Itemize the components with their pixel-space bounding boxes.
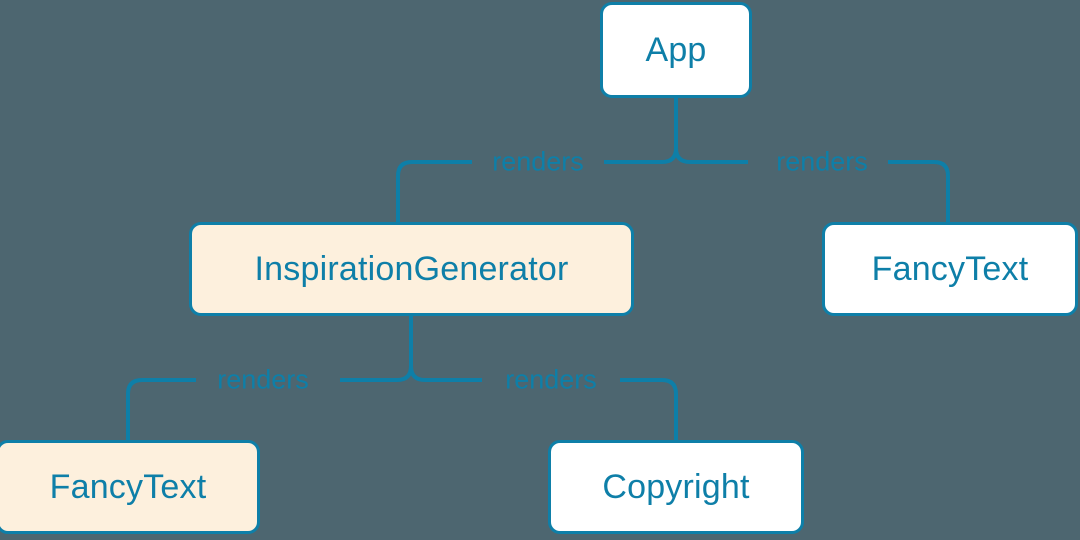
edge-app-to-inspgen-right-seg	[604, 147, 678, 164]
node-copyright-label: Copyright	[602, 468, 750, 506]
node-fancy-text-left-label: FancyText	[49, 468, 207, 506]
node-inspiration-generator[interactable]: InspirationGenerator	[189, 222, 634, 316]
node-fancy-text-left[interactable]: FancyText	[0, 440, 260, 534]
edge-app-to-inspgen-left-seg	[396, 160, 472, 222]
node-app[interactable]: App	[600, 2, 752, 98]
edge-app-to-fancy-right-right-seg	[888, 160, 950, 222]
edge-label-inspiration-generator-to-copyright: renders	[505, 364, 597, 395]
edge-inspgen-to-fancy-left-left-seg	[126, 378, 196, 440]
node-copyright[interactable]: Copyright	[548, 440, 804, 534]
edge-app-to-fancy-right-left-seg	[674, 147, 748, 164]
node-inspiration-generator-label: InspirationGenerator	[254, 250, 569, 288]
node-fancy-text-right[interactable]: FancyText	[822, 222, 1078, 316]
edge-label-app-to-inspiration-generator: renders	[492, 146, 584, 177]
node-fancy-text-right-label: FancyText	[871, 250, 1029, 288]
edge-inspgen-to-copyright-left-seg	[409, 365, 482, 382]
edge-label-app-to-fancy-text-right: renders	[776, 146, 868, 177]
edge-label-inspiration-generator-to-fancy-text-left: renders	[217, 364, 309, 395]
edge-inspgen-to-fancy-left-right-seg	[340, 365, 413, 382]
edge-inspgen-to-copyright-right-seg	[620, 378, 678, 440]
node-app-label: App	[645, 31, 707, 69]
